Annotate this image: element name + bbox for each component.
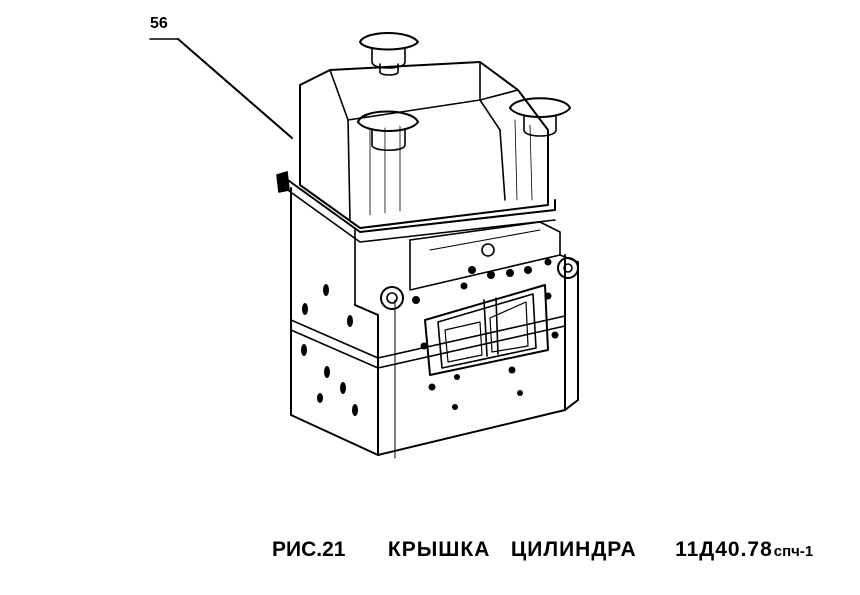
figure-caption: РИС.21 КРЫШКА ЦИЛИНДРА 11Д40.78спч-1	[272, 538, 813, 562]
callout-leader	[149, 38, 293, 139]
caption-drawing-code: 11Д40.78	[675, 538, 773, 561]
knob-top	[359, 32, 419, 76]
valve-cover	[276, 61, 556, 243]
caption-figure-number: РИС.21	[272, 538, 346, 561]
mounting-holes	[301, 258, 559, 416]
port-opening	[424, 284, 549, 376]
knob-right	[509, 97, 571, 137]
head-body	[290, 187, 579, 459]
knob-left	[357, 110, 419, 152]
stud-bosses	[380, 243, 579, 310]
caption-suffix: спч-1	[773, 543, 814, 560]
caption-title: КРЫШКА ЦИЛИНДРА	[387, 538, 637, 561]
callout-number-56: 56	[150, 15, 168, 32]
